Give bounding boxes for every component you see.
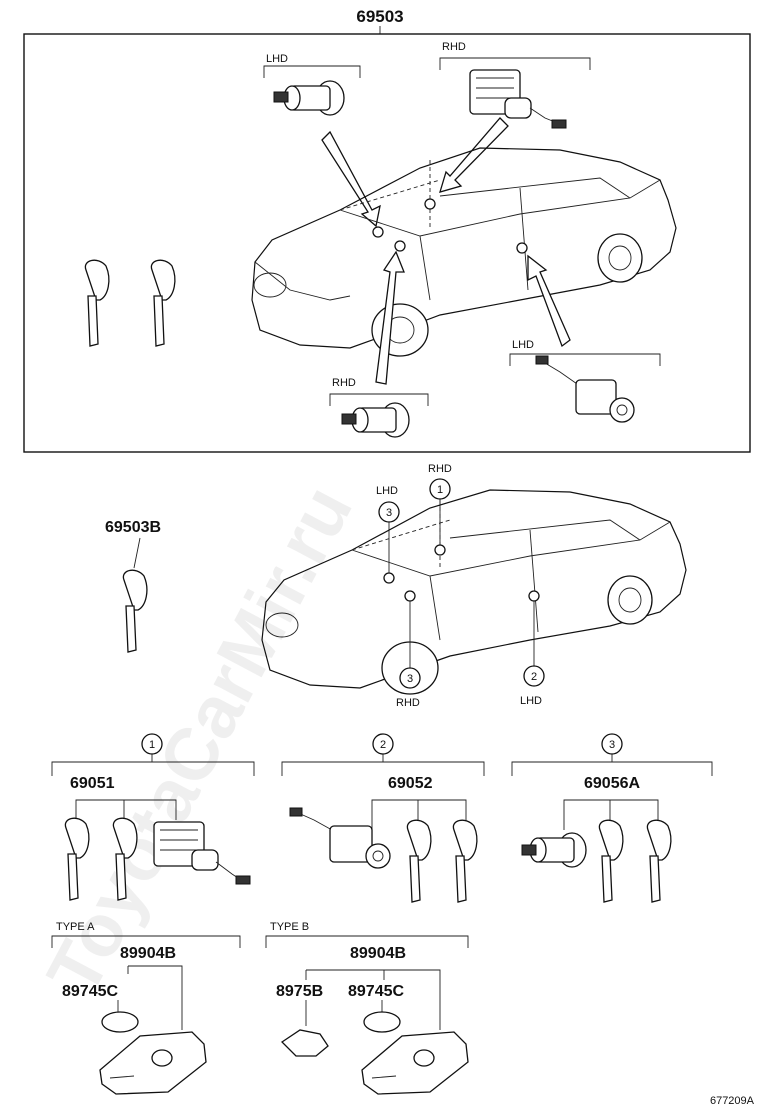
- svg-text:3: 3: [386, 507, 392, 519]
- type-b-key-fob: [361, 1031, 469, 1095]
- group-2-key-b: [452, 819, 478, 903]
- group-2-door-cylinder: [289, 807, 391, 869]
- door-lock-cylinder-lhd: [273, 80, 345, 116]
- label-lhd-top: LHD: [266, 53, 288, 65]
- svg-text:2: 2: [380, 739, 386, 751]
- arrow-lhd-to-car: [321, 130, 381, 228]
- svg-text:2: 2: [531, 671, 537, 683]
- type-a-part-number: 89904B: [120, 945, 176, 962]
- callout-3-mid-bottom: 3: [399, 601, 421, 689]
- arrow-rhd-to-car: [439, 117, 509, 193]
- car-illustration-mid: [261, 489, 687, 695]
- group-2-header: 2: [281, 733, 485, 776]
- key-2-top: [150, 259, 176, 347]
- type-b-cover: [280, 1029, 329, 1057]
- label-rhd-top: RHD: [442, 41, 466, 53]
- type-a-label: TYPE A: [56, 921, 95, 933]
- group-1-ignition-cylinder: [153, 821, 251, 885]
- svg-text:1: 1: [437, 484, 443, 496]
- arrow-rhd-lower: [375, 250, 405, 385]
- group-3-key-a: [598, 819, 624, 903]
- key-1-top: [84, 259, 110, 347]
- group-1-header: 1: [51, 733, 255, 776]
- ignition-switch-cylinder-rhd: [469, 69, 567, 129]
- callout-2-mid: 2: [523, 601, 545, 687]
- key-set-key: [122, 569, 148, 653]
- door-lock-cylinder-rhd-lower: [341, 402, 410, 438]
- group-3-part-number: 69056A: [584, 775, 640, 792]
- group-2-part-number: 69052: [388, 775, 433, 792]
- arrow-lhd-lower: [527, 254, 571, 348]
- label-rhd-mid: RHD: [428, 463, 452, 475]
- label-lhd-mid-bottom: LHD: [520, 695, 542, 707]
- type-b-label: TYPE B: [270, 921, 309, 933]
- group-1-key-a: [64, 817, 90, 901]
- label-lhd-lower: LHD: [512, 339, 534, 351]
- label-lhd-mid: LHD: [376, 485, 398, 497]
- type-a-key-fob: [99, 1031, 207, 1095]
- group-2-key-a: [406, 819, 432, 903]
- top-part-number: 69503: [356, 7, 403, 26]
- type-b-cover-part: 8975B: [276, 983, 323, 1000]
- door-lock-cylinder-lhd-lower: [535, 355, 635, 423]
- svg-text:1: 1: [149, 739, 155, 751]
- group-1-key-b: [112, 817, 138, 901]
- group-3-door-cylinder: [521, 832, 587, 868]
- type-b-battery-part: 89745C: [348, 983, 404, 1000]
- car-illustration-top: [251, 147, 677, 357]
- figure-id: 677209A: [710, 1095, 755, 1107]
- group-1-part-number: 69051: [70, 775, 115, 792]
- type-a-battery: [101, 1011, 139, 1033]
- callout-3-mid-top: 3: [378, 501, 400, 574]
- group-3-header: 3: [511, 733, 713, 776]
- type-b-battery: [363, 1011, 401, 1033]
- label-rhd-mid-bottom: RHD: [396, 697, 420, 709]
- svg-text:3: 3: [407, 673, 413, 685]
- top-assembly-frame: [23, 33, 751, 453]
- group-3-key-b: [646, 819, 672, 903]
- type-b-part-number: 89904B: [350, 945, 406, 962]
- key-set-part-number: 69503B: [105, 519, 161, 536]
- type-a-battery-part: 89745C: [62, 983, 118, 1000]
- svg-text:3: 3: [609, 739, 615, 751]
- label-rhd-lower: RHD: [332, 377, 356, 389]
